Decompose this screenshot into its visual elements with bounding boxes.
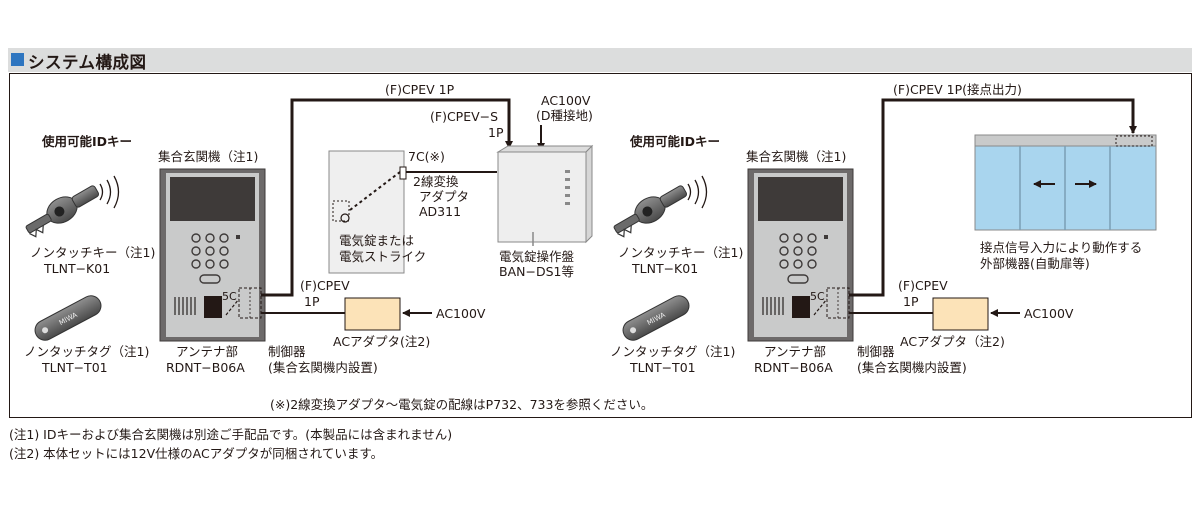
left-cable-1p: 1P bbox=[304, 294, 320, 309]
right-ac-adapter-box bbox=[932, 297, 989, 331]
left-cable-cpev-s-1p: 1P bbox=[488, 125, 504, 140]
left-ac-adapter-label: ACアダプタ(注2) bbox=[333, 334, 430, 349]
left-usable-keys-heading: 使用可能IDキー bbox=[41, 134, 132, 149]
page-title: システム構成図 bbox=[28, 53, 147, 72]
right-touch-key-name: ノンタッチキー（注1) bbox=[618, 245, 743, 260]
left-radio-waves-icon bbox=[99, 175, 120, 209]
right-ac-adapter-label: ACアダプタ（注2) bbox=[900, 334, 1005, 349]
right-touch-tag-icon bbox=[619, 291, 693, 345]
left-panel-label-2: BAN−DS1等 bbox=[499, 264, 574, 279]
right-radio-waves-icon bbox=[687, 175, 708, 209]
right-device-label-1: 接点信号入力により動作する bbox=[980, 240, 1142, 255]
title-marker bbox=[11, 53, 24, 66]
left-entrance-unit bbox=[159, 168, 266, 342]
right-antenna-model: RDNT−B06A bbox=[754, 360, 833, 375]
diagram-frame bbox=[9, 73, 1192, 418]
right-touch-tag-name: ノンタッチタグ（注1) bbox=[610, 344, 735, 359]
left-controller-label: 制御器 bbox=[268, 344, 306, 359]
left-cable-cpev-s: (F)CPEV−S bbox=[430, 109, 498, 124]
right-cable-fcpev: (F)CPEV bbox=[898, 278, 948, 293]
right-ac100v-label: AC100V bbox=[1024, 306, 1074, 321]
left-cable-5c: 5C bbox=[222, 290, 237, 303]
left-lock-wire bbox=[349, 171, 401, 211]
left-door-panel bbox=[328, 150, 405, 274]
left-lock-label-2: 電気ストライク bbox=[339, 249, 426, 264]
left-converter-icon bbox=[399, 166, 407, 180]
left-touch-tag-icon bbox=[31, 291, 105, 345]
left-touch-tag-name: ノンタッチタグ（注1) bbox=[24, 344, 149, 359]
left-ac100v-top: AC100V bbox=[541, 93, 591, 108]
left-cable-7c: 7C(※) bbox=[408, 149, 445, 164]
left-touch-key-name: ノンタッチキー（注1) bbox=[30, 245, 155, 260]
right-cable-top-line bbox=[849, 98, 1137, 297]
right-controller-label: 制御器 bbox=[857, 344, 895, 359]
right-touch-key-icon bbox=[608, 179, 692, 241]
left-ac100v-label: AC100V bbox=[436, 306, 486, 321]
right-cable-5c: 5C bbox=[810, 290, 825, 303]
left-lock-control-panel bbox=[497, 151, 587, 243]
left-touch-key-icon bbox=[20, 179, 104, 241]
title-bar: システム構成図 bbox=[8, 48, 1192, 72]
left-entrance-unit-label: 集合玄関機（注1) bbox=[158, 149, 258, 164]
right-controller-sub: (集合玄関機内設置) bbox=[857, 360, 967, 375]
left-antenna-model: RDNT−B06A bbox=[166, 360, 245, 375]
left-lock-label-1: 電気錠または bbox=[339, 233, 414, 248]
right-touch-tag-model: TLNT−T01 bbox=[629, 360, 696, 375]
center-note: (※)2線変換アダプタ〜電気錠の配線はP732、733を参照ください。 bbox=[270, 397, 653, 412]
left-converter-2: アダプタ bbox=[419, 189, 469, 204]
left-panel-label-1: 電気錠操作盤 bbox=[499, 249, 575, 264]
right-cable-1p: 1P bbox=[903, 294, 919, 309]
right-usable-keys-heading: 使用可能IDキー bbox=[629, 134, 720, 149]
left-controller-sub: (集合玄関機内設置) bbox=[268, 360, 378, 375]
right-touch-key-model: TLNT−K01 bbox=[631, 261, 698, 276]
right-entrance-unit bbox=[747, 168, 854, 342]
footnote-2: (注2) 本体セットには12V仕様のACアダプタが同梱されています。 bbox=[9, 446, 384, 461]
left-antenna-label: アンテナ部 bbox=[176, 344, 238, 359]
right-antenna-label: アンテナ部 bbox=[764, 344, 826, 359]
left-touch-key-model: TLNT−K01 bbox=[43, 261, 110, 276]
right-cable-top-label: (F)CPEV 1P(接点出力) bbox=[893, 82, 1022, 97]
right-door-sensor bbox=[1115, 135, 1153, 147]
left-lock-icon bbox=[332, 200, 350, 222]
left-touch-tag-model: TLNT−T01 bbox=[41, 360, 108, 375]
left-converter-1: 2線変換 bbox=[413, 174, 459, 189]
left-converter-3: AD311 bbox=[419, 204, 461, 219]
left-cable-top-label: (F)CPEV 1P bbox=[385, 82, 455, 97]
left-ground-label: (D種接地) bbox=[536, 108, 593, 123]
right-device-label-2: 外部機器(自動扉等) bbox=[980, 256, 1090, 271]
right-entrance-unit-label: 集合玄関機（注1) bbox=[746, 149, 846, 164]
left-cable-top-line bbox=[261, 98, 513, 297]
left-cable-fcpev: (F)CPEV bbox=[300, 278, 350, 293]
footnote-1: (注1) IDキーおよび集合玄関機は別途ご手配品です。(本製品には含まれません) bbox=[9, 427, 453, 442]
left-ac-adapter-box bbox=[344, 297, 401, 331]
